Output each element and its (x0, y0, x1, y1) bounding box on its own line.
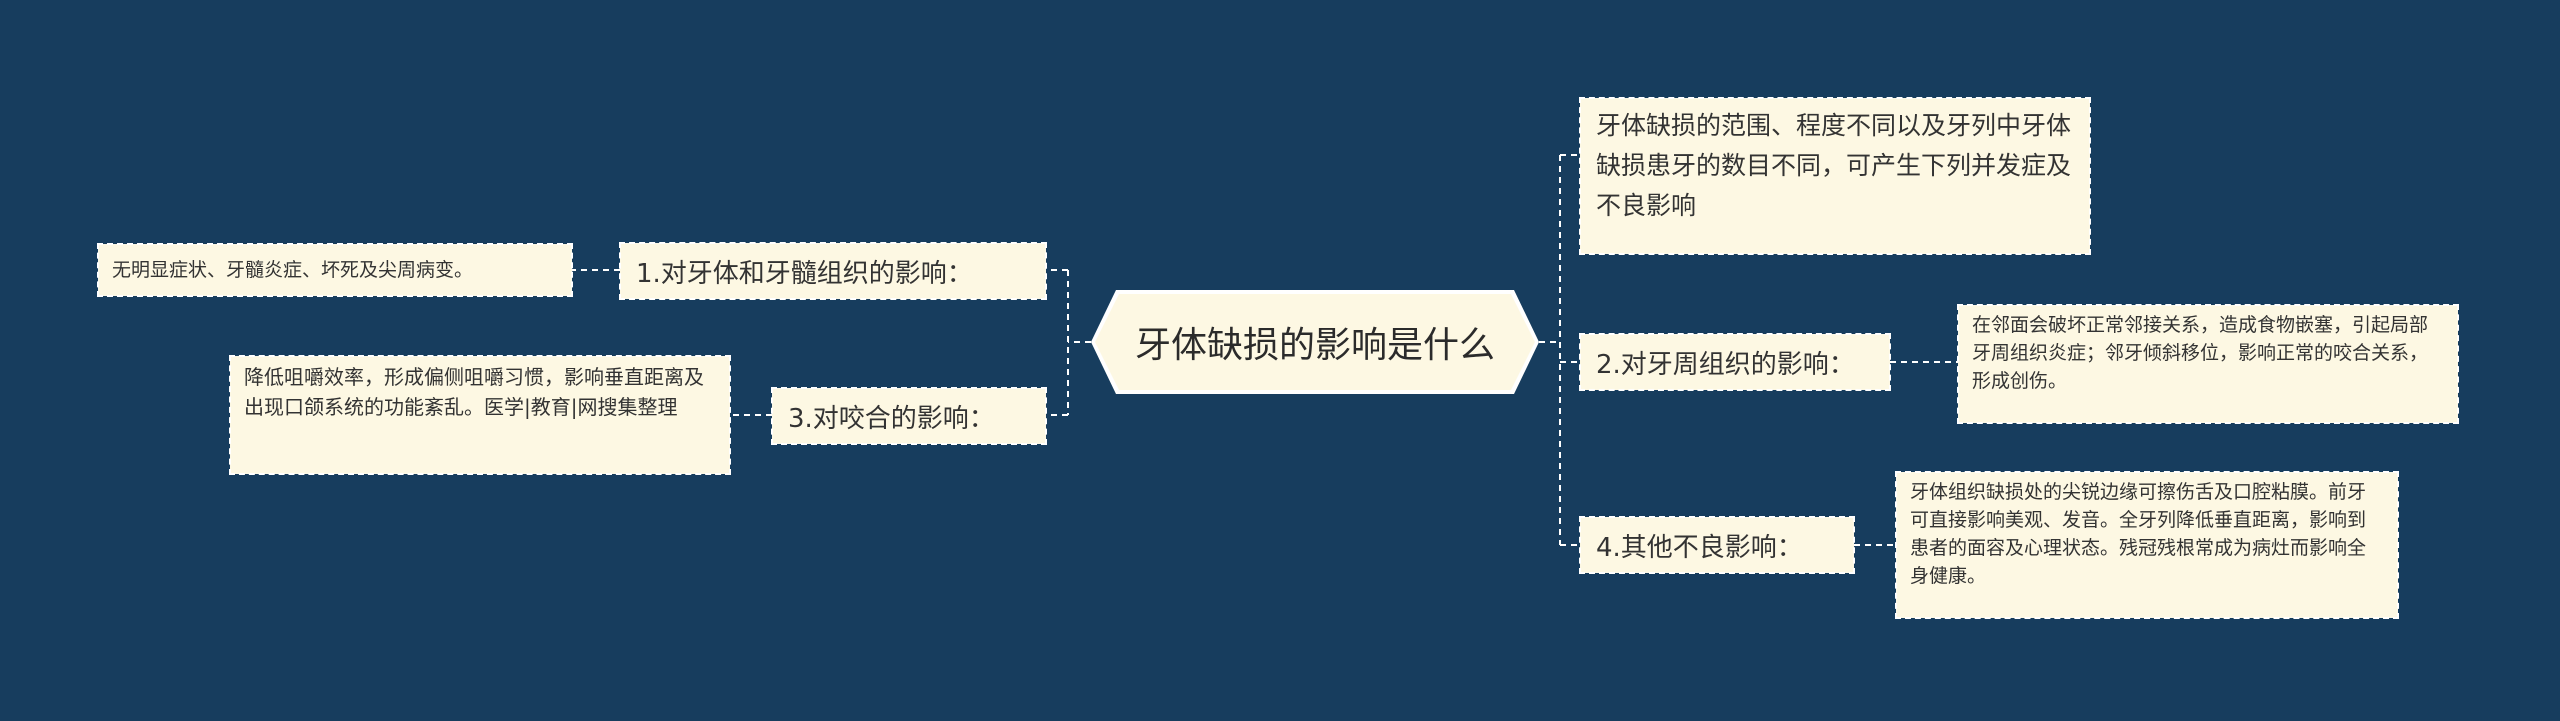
branch-node-2[interactable]: 2.对牙周组织的影响： (1579, 333, 1891, 391)
intro-node[interactable]: 牙体缺损的范围、程度不同以及牙列中牙体缺损患牙的数目不同，可产生下列并发症及不良… (1579, 97, 2091, 255)
branch-node-1[interactable]: 1.对牙体和牙髓组织的影响： (619, 242, 1047, 300)
branch-node-4-label: 4.其他不良影响： (1596, 532, 1803, 563)
detail-node-4-text: 牙体组织缺损处的尖锐边缘可擦伤舌及口腔粘膜。前牙可直接影响美观、发音。全牙列降低… (1910, 481, 2367, 587)
detail-node-3-text: 降低咀嚼效率，形成偏侧咀嚼习惯，影响垂直距离及出现口颌系统的功能紊乱。医学|教育… (244, 365, 704, 419)
detail-node-3[interactable]: 降低咀嚼效率，形成偏侧咀嚼习惯，影响垂直距离及出现口颌系统的功能紊乱。医学|教育… (229, 355, 731, 475)
branch-node-4[interactable]: 4.其他不良影响： (1579, 516, 1855, 574)
intro-node-text: 牙体缺损的范围、程度不同以及牙列中牙体缺损患牙的数目不同，可产生下列并发症及不良… (1596, 111, 2072, 220)
branch-node-2-label: 2.对牙周组织的影响： (1596, 349, 1855, 380)
detail-node-1-text: 无明显症状、牙髓炎症、坏死及尖周病变。 (112, 259, 474, 281)
link-root-right (1539, 154, 1580, 546)
root-node-label: 牙体缺损的影响是什么 (1134, 325, 1495, 366)
branch-node-3-label: 3.对咬合的影响： (788, 403, 995, 434)
detail-node-2-text: 在邻面会破坏正常邻接关系，造成食物嵌塞，引起局部牙周组织炎症；邻牙倾斜移位，影响… (1972, 314, 2429, 392)
detail-node-1[interactable]: 无明显症状、牙髓炎症、坏死及尖周病变。 (97, 243, 573, 297)
detail-node-4[interactable]: 牙体组织缺损处的尖锐边缘可擦伤舌及口腔粘膜。前牙可直接影响美观、发音。全牙列降低… (1895, 471, 2399, 619)
root-node[interactable]: 牙体缺损的影响是什么 (1095, 294, 1535, 390)
detail-node-2[interactable]: 在邻面会破坏正常邻接关系，造成食物嵌塞，引起局部牙周组织炎症；邻牙倾斜移位，影响… (1957, 304, 2459, 424)
link-root-left (1046, 269, 1091, 416)
branch-node-3[interactable]: 3.对咬合的影响： (771, 387, 1047, 445)
branch-node-1-label: 1.对牙体和牙髓组织的影响： (636, 258, 973, 289)
